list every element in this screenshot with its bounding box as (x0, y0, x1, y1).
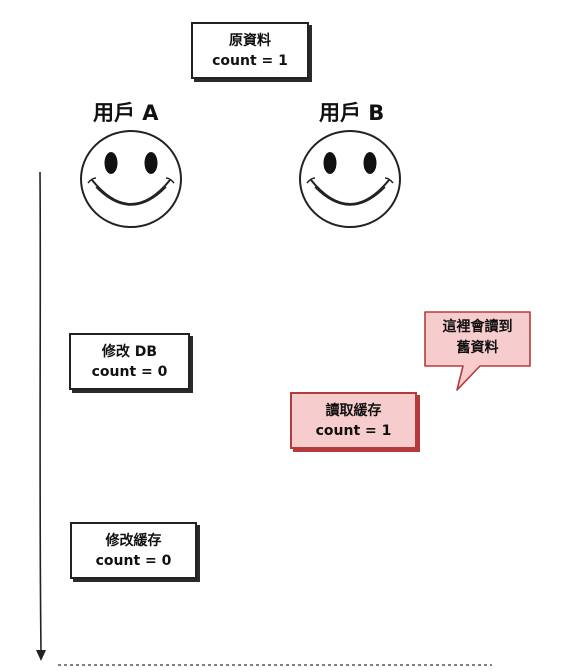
user-b-smiley-icon (299, 130, 401, 228)
timeline-arrow (36, 171, 46, 661)
original-data-box: 原資料 count = 1 (191, 22, 309, 79)
user-b-label: 用戶 B (319, 101, 385, 125)
original-data-title: 原資料 (229, 32, 271, 49)
step-read-cache-title: 讀取緩存 (325, 402, 382, 419)
step-update-cache-title: 修改緩存 (105, 532, 162, 549)
step-update-db-title: 修改 DB (101, 343, 158, 360)
user-a-smiley-icon (80, 130, 182, 228)
original-data-value: count = 1 (212, 52, 288, 69)
step-update-cache-value: count = 0 (95, 552, 172, 569)
callout-line-2: 舊資料 (456, 340, 499, 356)
step-read-cache-value: count = 1 (315, 422, 392, 439)
step-read-cache-box: 讀取緩存 count = 1 (290, 392, 417, 449)
callout-text: 這裡會讀到 舊資料 (425, 317, 530, 359)
callout-line-1: 這裡會讀到 (442, 319, 513, 335)
step-update-db-value: count = 0 (91, 363, 168, 380)
user-a-label: 用戶 A (93, 101, 159, 125)
step-update-db-box: 修改 DB count = 0 (69, 333, 190, 390)
callout-bubble (424, 311, 531, 391)
step-update-cache-box: 修改緩存 count = 0 (70, 522, 197, 579)
